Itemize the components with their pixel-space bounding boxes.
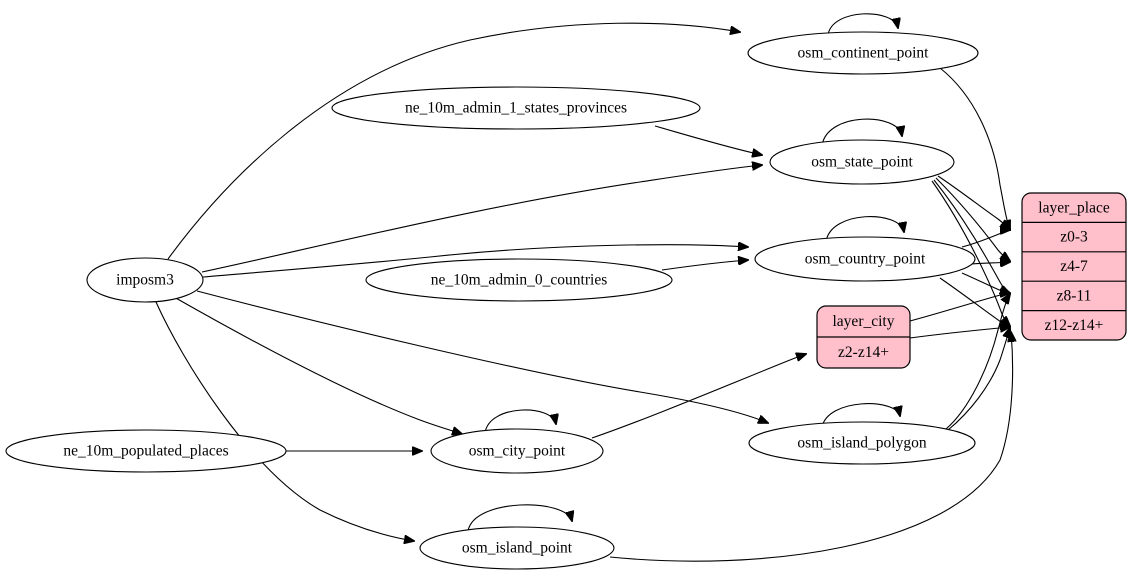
node-shape-ne_places	[5, 429, 287, 473]
node-shape-osm_island_polygon	[748, 421, 976, 465]
edge-ne_states-osm_state_point	[654, 125, 762, 155]
node-osm_city_point[interactable]: osm_city_point	[430, 428, 604, 474]
edge-imposm3-osm_continent_point	[167, 22, 740, 260]
node-label-osm_country_point: osm_country_point	[805, 251, 926, 268]
record-layer: layer_place z0-3 z4-7 z8-11 z12-z14+ layer_ci…	[816, 192, 1127, 369]
node-shape-osm_city_point	[430, 428, 604, 474]
node-ne_places[interactable]: ne_10m_populated_places	[5, 429, 287, 473]
edge-osm_island_polygon-layer_place-z12-z14+	[947, 328, 1010, 431]
node-label-osm_island_polygon: osm_island_polygon	[797, 435, 926, 452]
node-osm_continent_point[interactable]: osm_continent_point	[747, 31, 979, 75]
edge-layer	[155, 13, 1013, 562]
node-label-ne_countries: ne_10m_admin_0_countries	[431, 272, 608, 289]
edge-osm_country_point-layer_place-z0-3	[961, 230, 1010, 248]
edge-imposm3-osm_island_point	[155, 301, 414, 541]
record-row-layer_place-4[interactable]: z12-z14+	[1045, 317, 1104, 334]
record-node-layer_place[interactable]: layer_place z0-3 z4-7 z8-11 z12-z14+	[1021, 192, 1127, 341]
edge-imposm3-osm_country_point	[202, 245, 748, 278]
edge-osm_country_point-layer_place-z4-7	[971, 262, 1010, 264]
edge-osm_city_point-layer_city-z2-z14+	[591, 354, 806, 439]
node-osm_island_polygon[interactable]: osm_island_polygon	[748, 421, 976, 465]
edge-selfloop-osm_city_point	[484, 409, 556, 434]
record-row-layer_city-1[interactable]: z2-z14+	[838, 344, 889, 361]
record-node-layer_city[interactable]: layer_city z2-z14+	[816, 305, 911, 369]
node-shape-imposm3	[86, 257, 204, 303]
node-layer: imposm3 ne_10m_admin_1_states_provincesne…	[5, 31, 979, 570]
record-row-layer_place-1[interactable]: z0-3	[1060, 229, 1088, 246]
node-ne_states[interactable]: ne_10m_admin_1_states_provinces	[331, 86, 701, 130]
node-shape-osm_state_point	[769, 139, 955, 185]
node-label-osm_state_point: osm_state_point	[811, 154, 913, 171]
edge-osm_continent_point-layer_place-z0-3	[939, 67, 1010, 230]
edge-osm_island_polygon-layer_place-z8-11	[945, 294, 1010, 430]
edge-osm_state_point-layer_place-z0-3	[937, 175, 1010, 229]
node-shape-osm_continent_point	[747, 31, 979, 75]
edge-selfloop-osm_island_point	[467, 504, 572, 532]
node-label-imposm3: imposm3	[116, 272, 174, 289]
edge-osm_island_point-layer_place-z12-z14+	[609, 332, 1013, 562]
node-osm_island_point[interactable]: osm_island_point	[419, 526, 615, 570]
node-label-ne_states: ne_10m_admin_1_states_provinces	[405, 100, 627, 117]
edge-imposm3-osm_city_point	[173, 296, 462, 434]
node-label-osm_island_point: osm_island_point	[462, 540, 573, 557]
record-box-layer_place	[1021, 192, 1127, 341]
node-imposm3[interactable]: imposm3	[86, 257, 204, 303]
edge-imposm3-osm_island_polygon	[196, 290, 768, 423]
node-label-osm_continent_point: osm_continent_point	[798, 45, 930, 62]
edge-osm_state_point-layer_place-z8-11	[933, 179, 1010, 293]
record-row-layer_place-0[interactable]: layer_place	[1038, 199, 1110, 216]
node-label-osm_city_point: osm_city_point	[469, 443, 566, 460]
edge-ne_countries-osm_country_point	[661, 260, 748, 271]
node-shape-osm_island_point	[419, 526, 615, 570]
edge-selfloop-osm_country_point	[825, 216, 904, 243]
record-row-layer_city-0[interactable]: layer_city	[833, 313, 895, 330]
edge-selfloop-osm_state_point	[821, 118, 902, 147]
node-shape-osm_country_point	[754, 236, 976, 282]
node-osm_state_point[interactable]: osm_state_point	[769, 139, 955, 185]
node-shape-ne_countries	[365, 258, 673, 302]
edge-selfloop-osm_continent_point	[827, 13, 898, 36]
node-shape-ne_states	[331, 86, 701, 130]
node-ne_countries[interactable]: ne_10m_admin_0_countries	[365, 258, 673, 302]
record-row-layer_place-2[interactable]: z4-7	[1060, 258, 1088, 275]
node-osm_country_point[interactable]: osm_country_point	[754, 236, 976, 282]
edge-layer_city-layer_place-z12-z14+	[909, 327, 1010, 339]
edge-selfloop-osm_island_polygon	[821, 403, 900, 428]
node-label-ne_places: ne_10m_populated_places	[63, 443, 228, 460]
record-row-layer_place-3[interactable]: z8-11	[1057, 287, 1092, 304]
edge-imposm3-osm_state_point	[201, 165, 762, 273]
